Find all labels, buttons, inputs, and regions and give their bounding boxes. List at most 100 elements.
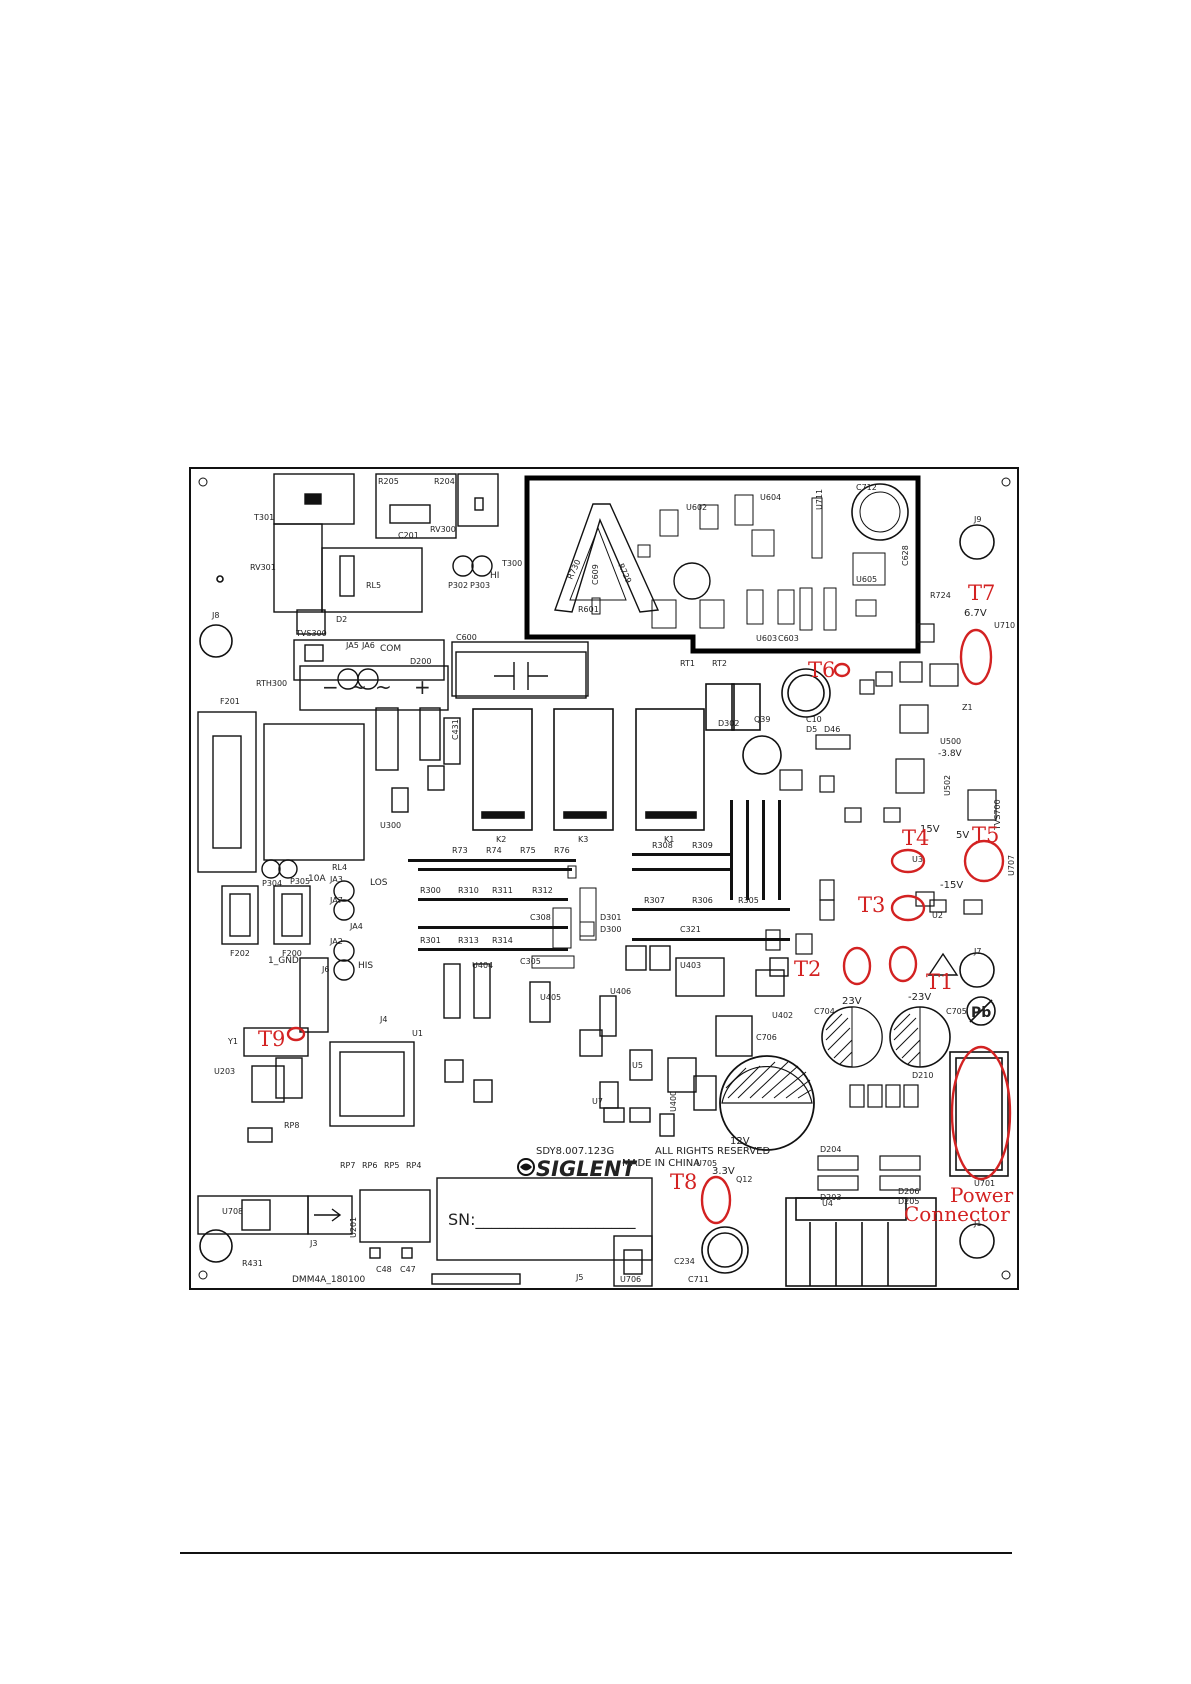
ref-R75: R75 <box>520 846 536 855</box>
ref-D200: D200 <box>410 657 431 666</box>
terminal-ja4: JA4 <box>349 922 363 931</box>
ref-R76: R76 <box>554 846 570 855</box>
ref-RL4: RL4 <box>332 863 347 872</box>
voltage-3v3: 3.3V <box>712 1166 735 1177</box>
ref-U405: U405 <box>540 993 561 1002</box>
ref-R300: R300 <box>420 886 441 895</box>
ref-D204: D204 <box>820 1145 841 1154</box>
ref-F202: F202 <box>230 949 250 958</box>
fuse-area <box>197 711 365 1033</box>
ref-RT2: RT2 <box>712 659 727 668</box>
ref-C10: C10 <box>806 715 822 724</box>
t3-marker <box>890 894 926 922</box>
ref-U4: U4 <box>822 1199 833 1208</box>
inductors <box>701 668 831 1274</box>
ref-P305: P305 <box>290 877 310 886</box>
terminal-ja6: JA6 <box>361 641 375 650</box>
ref-R724: R724 <box>930 591 951 600</box>
terminal-ja3: JA3 <box>329 875 343 884</box>
power-connector-label-line2: Connector <box>904 1202 1010 1226</box>
terminal-los: LOS <box>370 878 388 888</box>
serial-number-label: SN:____________________ <box>448 1210 637 1230</box>
made-in-text: MADE IN CHINA <box>622 1158 700 1169</box>
voltage-15v: 15V <box>920 824 940 835</box>
ref-P302: P302 <box>448 581 468 590</box>
ref-C48: C48 <box>376 1265 392 1274</box>
ref-TVS700: TVS700 <box>993 799 1002 831</box>
ref-F201: F201 <box>220 697 240 706</box>
ref-U711: U711 <box>815 489 824 510</box>
main-mcu <box>243 945 789 1143</box>
connector-j3-arrow <box>314 1208 342 1222</box>
resistor-chains <box>408 800 790 969</box>
terminal-ja7: JA7 <box>329 896 343 905</box>
ref-R306: R306 <box>692 896 713 905</box>
power-connector-marker <box>950 1045 1012 1181</box>
siglent-logo <box>517 1158 535 1176</box>
ref-RP5: RP5 <box>384 1161 399 1170</box>
ref-U406: U406 <box>610 987 631 996</box>
ref-C431: C431 <box>451 719 460 740</box>
ref-C603: C603 <box>778 634 799 643</box>
ref-Q39: Q39 <box>754 715 770 724</box>
ref-C712: C712 <box>856 483 877 492</box>
ref-P304: P304 <box>262 879 282 888</box>
ref-J5: J5 <box>575 1273 583 1282</box>
ref-RP8: RP8 <box>284 1121 299 1130</box>
terminal-his: HIS <box>358 961 373 971</box>
capacitor-c706 <box>719 1055 815 1151</box>
ref-C321: C321 <box>680 925 701 934</box>
t7-marker <box>959 628 993 686</box>
ref-RP7: RP7 <box>340 1161 355 1170</box>
ref-R305: R305 <box>738 896 759 905</box>
ref-U2: U2 <box>932 911 943 920</box>
ref-R73: R73 <box>452 846 468 855</box>
r730-r729-trace <box>554 503 660 613</box>
ref-U701: U701 <box>974 1179 995 1188</box>
ref-C705: C705 <box>946 1007 967 1016</box>
power-connector-label-line1: Power <box>950 1183 1014 1207</box>
terminal-com: COM <box>380 644 401 654</box>
ref-U705: U705 <box>696 1159 717 1168</box>
ref-J1: J1 <box>973 1219 981 1228</box>
ref-Z1: Z1 <box>962 703 973 712</box>
rights-text: ALL RIGHTS RESERVED <box>655 1146 770 1157</box>
ref-RV300: RV300 <box>430 525 456 534</box>
ref-R310: R310 <box>458 886 479 895</box>
ref-U3: U3 <box>912 855 923 864</box>
ref-U1: U1 <box>412 1029 423 1038</box>
ref-U500: U500 <box>940 737 961 746</box>
t6-marker <box>833 662 851 678</box>
ref-K3: K3 <box>578 835 588 844</box>
ref-D302: D302 <box>718 719 739 728</box>
ref-R314: R314 <box>492 936 513 945</box>
test-point-t1-label: T1 <box>926 970 953 994</box>
test-point-t9-label: T9 <box>258 1027 285 1051</box>
ref-TVS300: TVS300 <box>295 629 327 638</box>
ref-U707: U707 <box>1007 855 1016 876</box>
ref-U403: U403 <box>680 961 701 970</box>
terminal-ja5: JA5 <box>345 641 359 650</box>
ref-U708: U708 <box>222 1207 243 1216</box>
ref-C308: C308 <box>530 913 551 922</box>
ref-R313: R313 <box>458 936 479 945</box>
t2-marker <box>842 946 872 986</box>
t5-marker <box>963 839 1005 883</box>
ref-D300: D300 <box>600 925 621 934</box>
ref-K2: K2 <box>496 835 506 844</box>
capacitor-c704 <box>821 1006 883 1068</box>
part-number: SDY8.007.123G <box>536 1146 614 1157</box>
footer-rule <box>180 1552 1012 1554</box>
ref-R431: R431 <box>242 1259 263 1268</box>
ref-U603: U603 <box>756 634 777 643</box>
terminal-10a: 10A <box>308 874 326 884</box>
svg-text:~: ~ <box>375 675 392 699</box>
right-side-components <box>765 623 997 955</box>
diodes-d203-d206 <box>817 1084 921 1191</box>
relays <box>472 683 782 831</box>
t1-marker <box>888 945 918 983</box>
voltage-minus3v8: -3.8V <box>938 749 963 759</box>
ref-R601: R601 <box>578 605 599 614</box>
ref-RP6: RP6 <box>362 1161 377 1170</box>
